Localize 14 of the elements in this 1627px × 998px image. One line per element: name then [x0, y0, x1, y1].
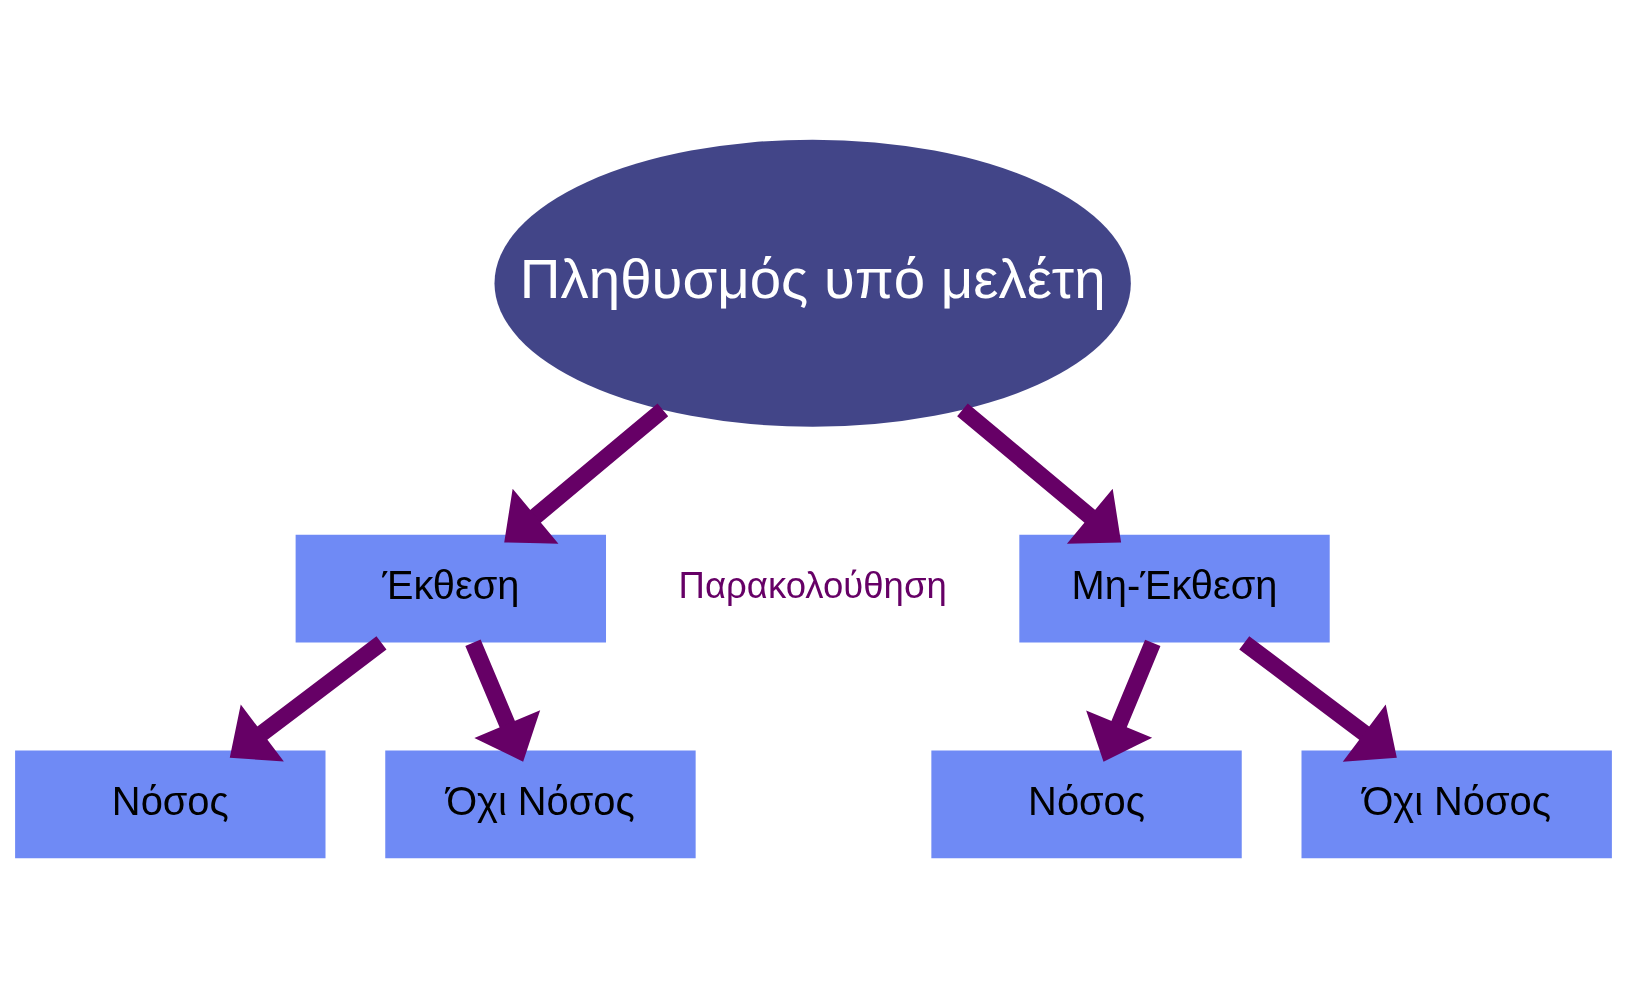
arrow: [229, 636, 387, 762]
node-box: Όχι Νόσος: [385, 750, 696, 859]
node-box: Όχι Νόσος: [1301, 750, 1612, 859]
node-ellipse: Πληθυσμός υπό μελέτη: [494, 139, 1131, 427]
node-box: Νόσος: [931, 750, 1242, 859]
node-box: Νόσος: [15, 750, 326, 859]
arrow: [1086, 639, 1161, 762]
node-box: Μη-Έκθεση: [1019, 534, 1330, 643]
node-box: Έκθεση: [295, 534, 606, 643]
arrow: [465, 639, 541, 762]
label: Παρακολούθηση: [678, 564, 947, 606]
arrow: [957, 403, 1122, 544]
arrow: [504, 403, 669, 544]
arrow: [1239, 636, 1397, 762]
